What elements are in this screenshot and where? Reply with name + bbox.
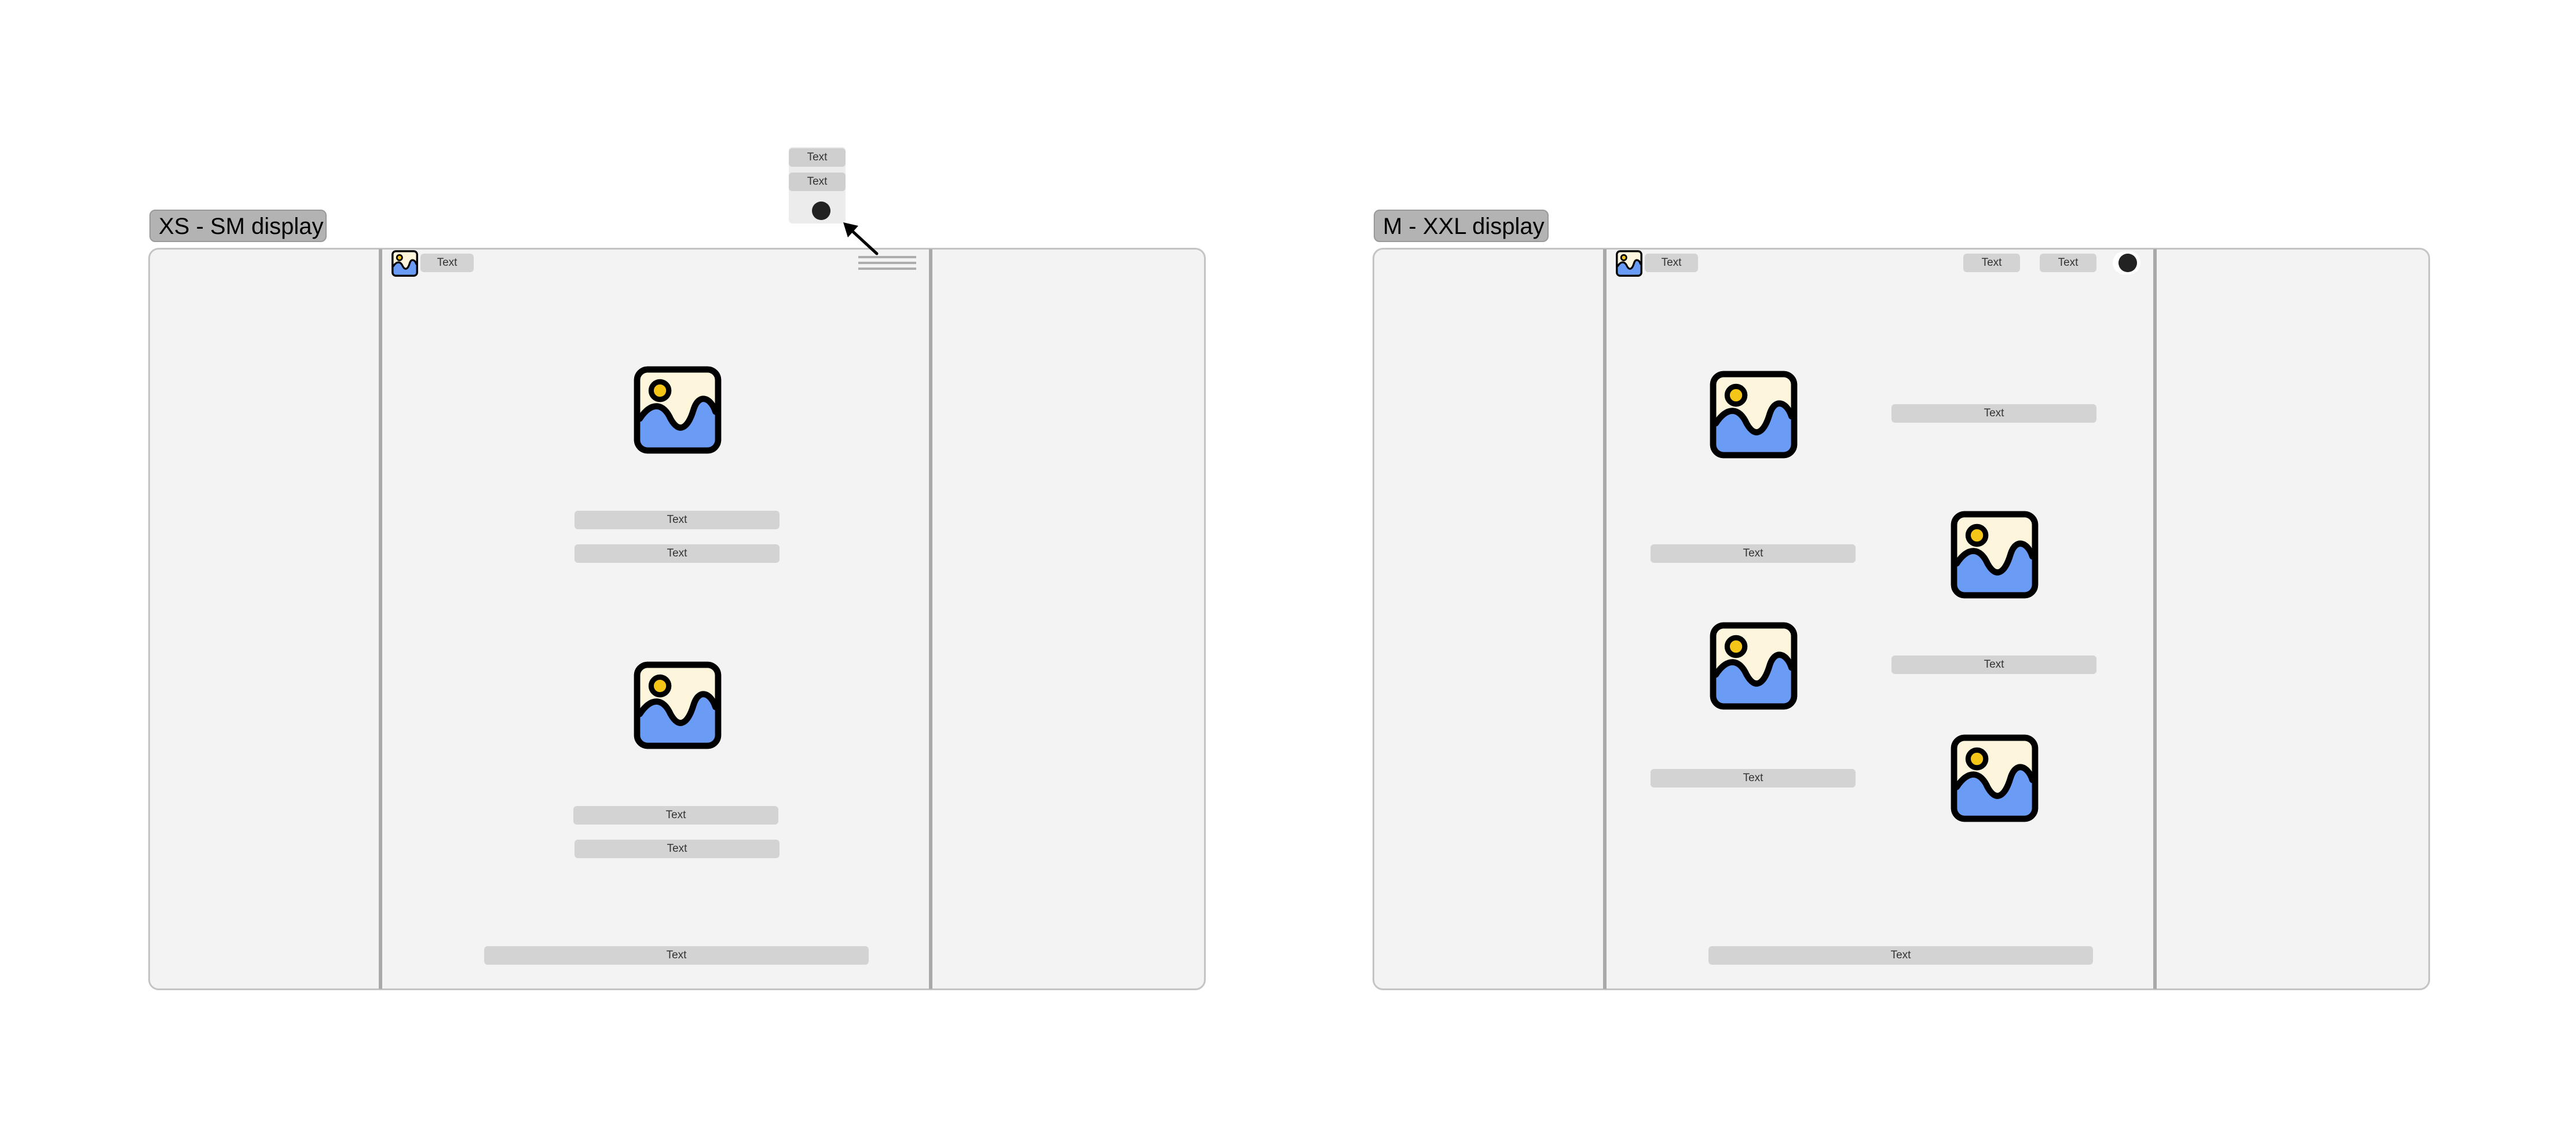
text-placeholder: Text <box>575 544 780 563</box>
left-panel-divider-left <box>379 249 382 989</box>
menu-line <box>858 268 916 270</box>
right-panel-frame <box>1373 248 2430 990</box>
header-title: Text <box>1645 254 1698 272</box>
right-panel-title: M - XXL display <box>1374 210 1549 242</box>
header-logo-icon <box>391 250 418 277</box>
right-panel-divider-left <box>1603 249 1607 989</box>
popup-menu-item[interactable]: Text <box>789 148 846 167</box>
hamburger-menu-icon[interactable] <box>858 255 916 272</box>
theme-toggle-icon[interactable] <box>2118 254 2137 272</box>
image-placeholder-icon <box>634 661 722 749</box>
footer-text: Text <box>1708 946 2093 965</box>
image-placeholder-icon <box>1951 511 2039 599</box>
right-panel-divider-right <box>2153 249 2157 989</box>
text-placeholder: Text <box>1891 404 2096 423</box>
nav-link[interactable]: Text <box>1963 254 2020 272</box>
image-placeholder-icon <box>1951 734 2039 822</box>
text-placeholder: Text <box>1651 769 1856 788</box>
header-title: Text <box>420 254 474 272</box>
image-placeholder-icon <box>634 366 722 454</box>
pointer-arrow-icon <box>843 222 879 255</box>
theme-toggle-icon[interactable] <box>812 202 830 220</box>
menu-line <box>858 256 916 258</box>
image-placeholder-icon <box>1710 371 1798 459</box>
popup-menu-item[interactable]: Text <box>789 173 846 191</box>
text-placeholder: Text <box>1891 655 2096 674</box>
nav-link[interactable]: Text <box>2040 254 2096 272</box>
text-placeholder: Text <box>1651 544 1856 563</box>
footer-text: Text <box>484 946 869 965</box>
text-placeholder: Text <box>575 840 780 858</box>
left-panel-divider-right <box>929 249 932 989</box>
image-placeholder-icon <box>1710 622 1798 710</box>
header-logo-icon <box>1616 250 1642 277</box>
left-panel-frame <box>148 248 1206 990</box>
text-placeholder: Text <box>575 511 780 529</box>
menu-line <box>858 262 916 264</box>
left-panel-title: XS - SM display <box>149 210 327 242</box>
text-placeholder: Text <box>573 806 778 825</box>
